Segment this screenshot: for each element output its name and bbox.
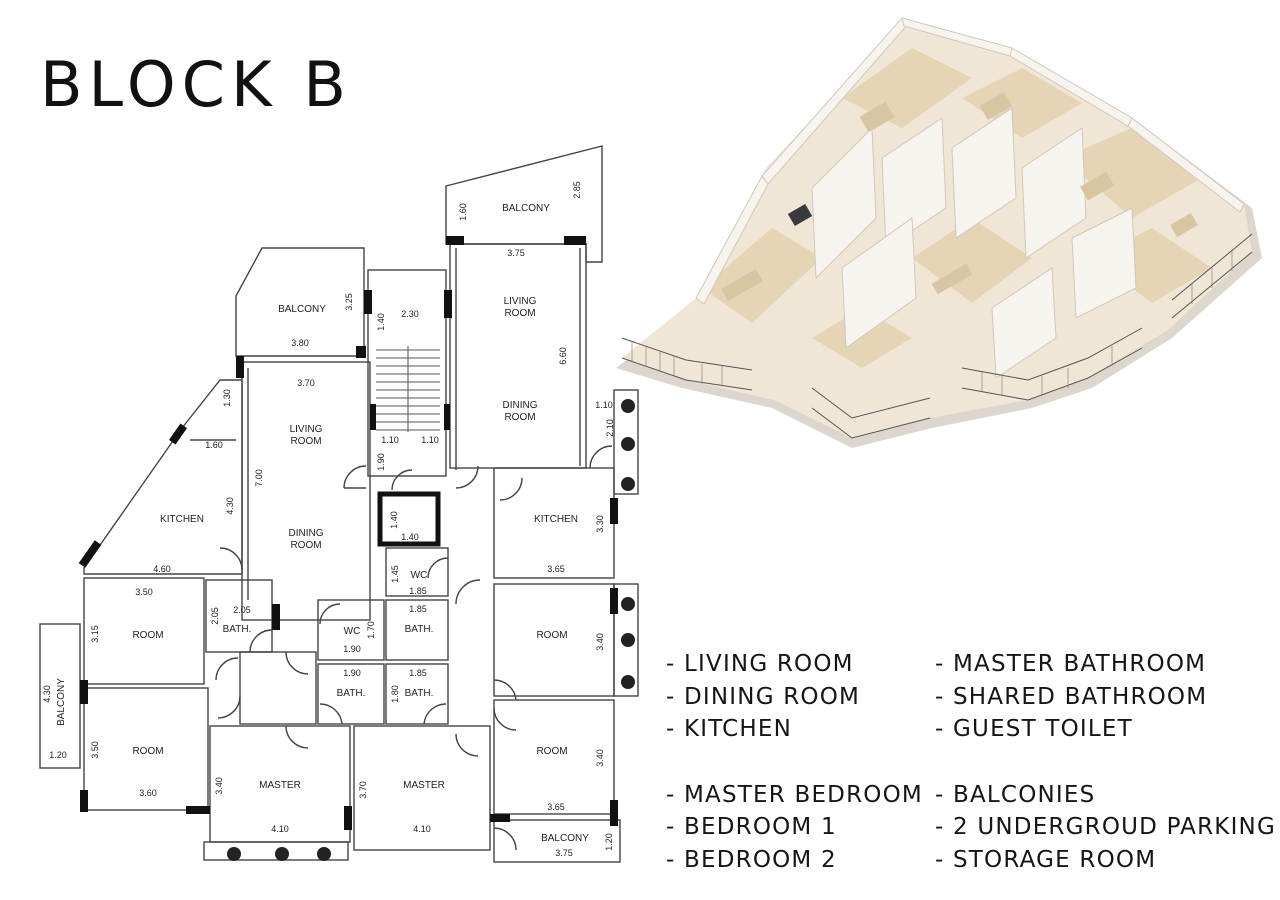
dim-700: 7.00 [254, 469, 264, 487]
dim-340-a: 3.40 [595, 633, 605, 651]
legend-item: - SHARED BATHROOM [935, 683, 1208, 710]
legend-item: - LIVING ROOM [666, 651, 854, 677]
legend-gap [935, 746, 1276, 779]
dim-205-v: 2.05 [210, 607, 220, 625]
dim-190: 1.90 [376, 453, 386, 471]
label-living-right: LIVING [504, 296, 537, 307]
isometric-render [616, 17, 1262, 448]
label-balcony-bottom: BALCONY [541, 833, 589, 844]
dim-160-b: 1.60 [205, 440, 223, 450]
dim-190-wc: 1.90 [343, 644, 361, 654]
dim-230: 2.30 [401, 309, 419, 319]
legend-item: - DINING ROOM [666, 683, 861, 710]
dim-370-m: 3.70 [358, 781, 368, 799]
dim-660: 6.60 [558, 347, 568, 365]
label-bath-1: BATH. [223, 624, 252, 635]
label-balcony-side: BALCONY [56, 678, 67, 726]
label-dining-right: DINING [503, 400, 538, 411]
dim-365-b: 3.65 [547, 802, 565, 812]
legend-item: - 2 UNDERGROUD PARKING [935, 814, 1276, 840]
dim-160: 1.60 [458, 203, 468, 221]
legend-left: - LIVING ROOM - DINING ROOM - KITCHEN - … [666, 648, 923, 876]
dim-110-a: 1.10 [381, 435, 399, 445]
legend-item: - STORAGE ROOM [935, 846, 1157, 873]
label-kitchen-left: KITCHEN [160, 514, 204, 525]
dim-130: 1.30 [222, 389, 232, 407]
dim-365-a: 3.65 [547, 564, 565, 574]
dim-325: 3.25 [344, 293, 354, 311]
label-room-r1: ROOM [536, 630, 567, 641]
legend-right: - MASTER BATHROOM - SHARED BATHROOM - GU… [935, 648, 1276, 876]
label-master-r: MASTER [403, 780, 445, 791]
dim-205-h: 2.05 [233, 605, 251, 615]
dim-375-top: 3.75 [507, 248, 525, 258]
dim-210: 2.10 [605, 419, 615, 437]
label-master-l: MASTER [259, 780, 301, 791]
dim-430-k: 4.30 [225, 497, 235, 515]
dim-410-a: 4.10 [271, 824, 289, 834]
legend-item: - GUEST TOILET [935, 716, 1133, 742]
label-room-l1: ROOM [132, 630, 163, 641]
label-living-left: LIVING [290, 424, 323, 435]
dim-360: 3.60 [139, 788, 157, 798]
dim-340-m: 3.40 [214, 777, 224, 795]
label-wc-1: WC [344, 626, 361, 637]
dim-120-b: 1.20 [604, 833, 614, 851]
dim-190-b: 1.90 [343, 668, 361, 678]
dim-120: 1.20 [49, 750, 67, 760]
dim-140-stair: 1.40 [376, 313, 386, 331]
legend-item: - BALCONIES [935, 781, 1096, 808]
dim-350-b: 3.50 [90, 741, 100, 759]
legend-item: - BEDROOM 1 [666, 814, 837, 840]
label-bath-3: BATH. [337, 688, 366, 699]
dim-460: 4.60 [153, 564, 171, 574]
dim-380: 3.80 [291, 338, 309, 348]
dim-375-b: 3.75 [555, 848, 573, 858]
dim-410-b: 4.10 [413, 824, 431, 834]
legend-item: - MASTER BEDROOM [666, 781, 923, 808]
page-title: BLOCK B [40, 48, 352, 121]
label-living-left-2: ROOM [290, 436, 321, 447]
label-balcony-left-top: BALCONY [278, 304, 326, 315]
legend-item: - KITCHEN [666, 716, 793, 742]
dim-430-b: 4.30 [42, 685, 52, 703]
dim-110-b: 1.10 [421, 435, 439, 445]
legend-item: - BEDROOM 2 [666, 846, 837, 873]
floor-plan: BALCONY BALCONY LIVING ROOM DINING ROOM … [39, 145, 639, 863]
label-dining-left: DINING [289, 528, 324, 539]
label-dining-left-2: ROOM [290, 540, 321, 551]
label-kitchen-right: KITCHEN [534, 514, 578, 525]
label-room-r2: ROOM [536, 746, 567, 757]
label-living-right-2: ROOM [504, 308, 535, 319]
label-bath-4: BATH. [405, 688, 434, 699]
dim-370: 3.70 [297, 378, 315, 388]
label-balcony-top: BALCONY [502, 203, 550, 214]
dim-145: 1.45 [390, 565, 400, 583]
dim-180: 1.80 [390, 685, 400, 703]
dim-330: 3.30 [595, 515, 605, 533]
dim-285: 2.85 [572, 181, 582, 199]
dim-315: 3.15 [90, 625, 100, 643]
dim-185-b: 1.85 [409, 604, 427, 614]
dim-185-a: 1.85 [409, 586, 427, 596]
legend-gap [666, 746, 923, 779]
dim-140-lift-h: 1.40 [401, 532, 419, 542]
dim-350-a: 3.50 [135, 587, 153, 597]
label-wc-2: WC [411, 570, 428, 581]
dim-185-c: 1.85 [409, 668, 427, 678]
label-dining-right-2: ROOM [504, 412, 535, 423]
label-bath-2: BATH. [405, 624, 434, 635]
dim-340-r: 3.40 [595, 749, 605, 767]
dim-110-r: 1.10 [595, 400, 613, 410]
dim-140-lift-v: 1.40 [389, 511, 399, 529]
dim-170: 1.70 [366, 621, 376, 639]
label-room-l2: ROOM [132, 746, 163, 757]
legend-item: - MASTER BATHROOM [935, 651, 1207, 677]
